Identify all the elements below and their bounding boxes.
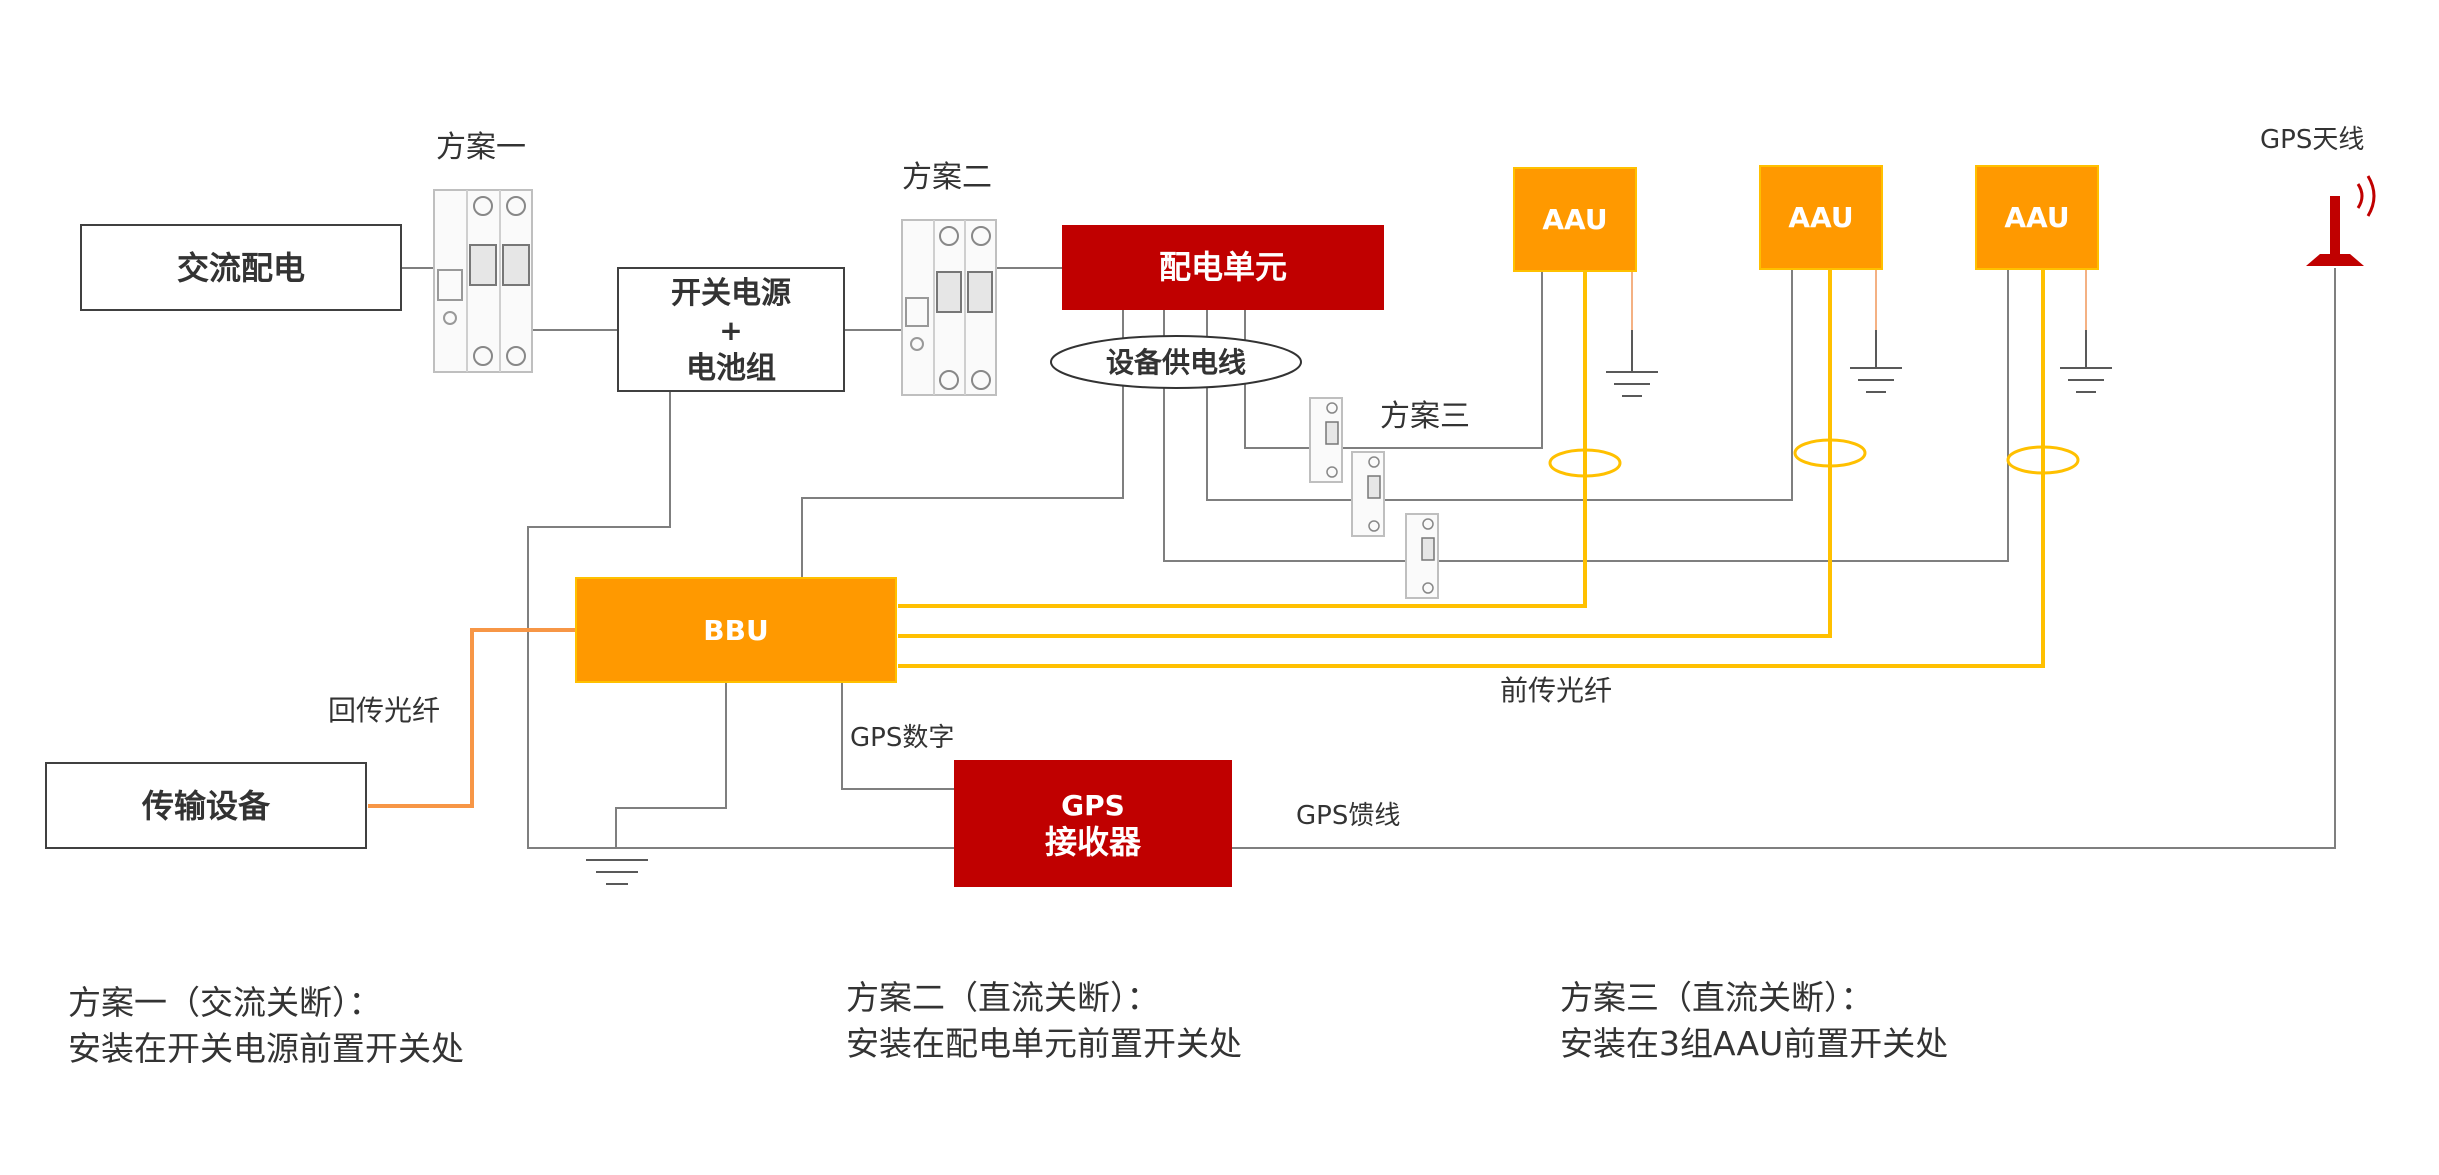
note-scheme2-text: 安装在配电单元前置开关处 (846, 1024, 1242, 1063)
ac-power-box (80, 224, 402, 311)
aau-box-3 (1975, 165, 2099, 270)
note-scheme1: 方案一（交流关断）： 安装在开关电源前置开关处 (68, 980, 464, 1072)
note-scheme3-text: 安装在3组AAU前置开关处 (1560, 1024, 1949, 1063)
switch-power-box (617, 267, 845, 392)
note-scheme3: 方案三（直流关断）： 安装在3组AAU前置开关处 (1560, 975, 1948, 1067)
scheme1-label: 方案一 (436, 130, 526, 165)
gps-receiver-label-2: 接收器 (1045, 823, 1142, 861)
aau-box-2 (1759, 165, 1883, 270)
gps-feeder-label: GPS馈线 (1296, 801, 1400, 831)
fiber-coils (1548, 438, 2080, 478)
gps-receiver-box (954, 760, 1232, 887)
ground-icon-aau1 (1606, 330, 1658, 397)
switch-power-label-3: 电池组 (686, 351, 776, 386)
ground-icon-aau3 (2060, 330, 2112, 393)
equipment-supply-ellipse (1050, 335, 1302, 389)
aau-label-2: AAU (1788, 201, 1853, 234)
breaker-icon-scheme3-b (1351, 451, 1385, 537)
bbu-label: BBU (703, 614, 768, 647)
power-unit-box (1062, 225, 1384, 310)
note-scheme3-title: 方案三（直流关断）： (1560, 978, 1874, 1017)
aau-label-3: AAU (2004, 201, 2069, 234)
aau-ground-wires (1631, 270, 2087, 330)
scheme3-label: 方案三 (1380, 399, 1470, 434)
ground-icon-bbu (586, 859, 648, 885)
aau-label-1: AAU (1542, 203, 1607, 236)
backhaul-fiber (368, 628, 576, 808)
note-scheme2: 方案二（直流关断）： 安装在配电单元前置开关处 (846, 975, 1242, 1067)
note-scheme1-text: 安装在开关电源前置开关处 (68, 1029, 464, 1068)
gps-antenna-icon (2306, 175, 2376, 266)
scheme2-label: 方案二 (902, 160, 992, 195)
gps-digital-label: GPS数字 (850, 723, 954, 753)
breaker-icon-scheme3-c (1405, 513, 1439, 599)
gps-antenna-label: GPS天线 (2260, 125, 2364, 155)
fronthaul-fibers (898, 270, 2045, 668)
gps-receiver-label-1: GPS (1061, 789, 1125, 822)
breaker-icon-scheme2 (901, 219, 997, 396)
ground-icon-aau2 (1850, 330, 1902, 393)
breaker-icon-scheme1 (433, 189, 533, 373)
ac-power-label: 交流配电 (177, 249, 305, 287)
switch-power-label-1: 开关电源 (671, 276, 791, 311)
bbu-box (575, 577, 897, 683)
transport-label: 传输设备 (141, 787, 271, 825)
fronthaul-fiber-label: 前传光纤 (1500, 674, 1612, 707)
note-scheme2-title: 方案二（直流关断）： (846, 978, 1160, 1017)
note-scheme1-title: 方案一（交流关断）： (68, 983, 382, 1022)
switch-power-label-2: + (719, 314, 742, 347)
power-unit-label: 配电单元 (1159, 248, 1287, 286)
breaker-icon-scheme3-a (1309, 397, 1343, 483)
aau-box-1 (1513, 167, 1637, 272)
transport-box (45, 762, 367, 849)
equipment-supply-label: 设备供电线 (1106, 346, 1246, 379)
backhaul-fiber-label: 回传光纤 (328, 694, 440, 727)
